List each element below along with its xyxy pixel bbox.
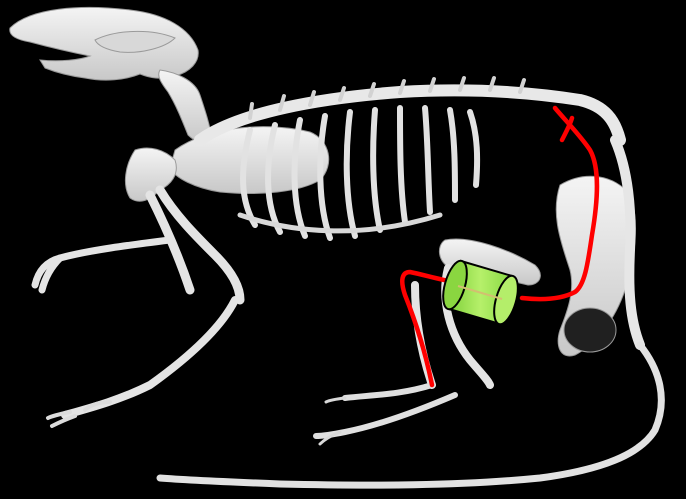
front-lower-limb	[65, 300, 235, 415]
skull	[10, 7, 199, 80]
front-paw-upper	[35, 240, 170, 290]
hind-foot	[316, 385, 455, 436]
sternum	[240, 215, 440, 231]
forelimb	[150, 190, 240, 300]
